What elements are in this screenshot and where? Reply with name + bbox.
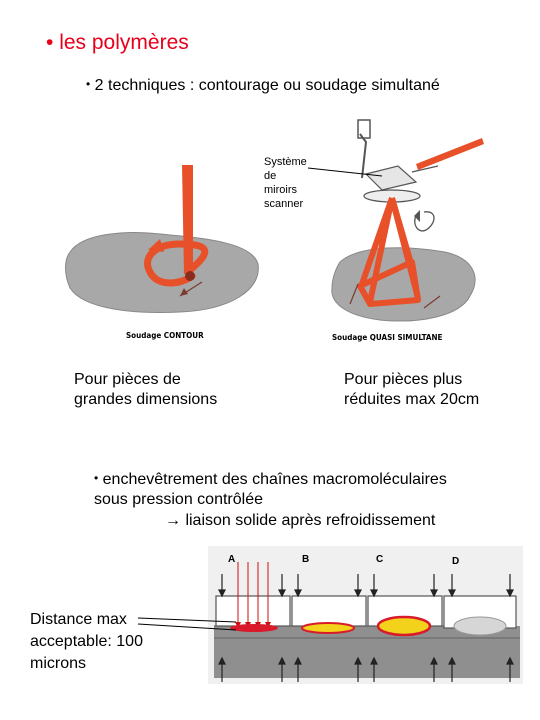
caption-simultaneous-line2: réduites max 20cm — [344, 391, 480, 408]
laser-fan — [359, 197, 421, 303]
point-line1: enchevêtrement des chaînes macromolécula… — [102, 471, 447, 488]
caption-simultaneous-line1: Pour pièces plus — [344, 371, 463, 388]
scanner-mirror — [364, 165, 418, 191]
caption-contour-line1: Pour pièces de — [74, 371, 181, 388]
panel-label-d: D — [452, 556, 459, 567]
distance-label: Distance max acceptable: 100 microns — [30, 609, 143, 675]
contour-welding-image: Soudage CONTOUR — [65, 165, 259, 340]
caption-simultaneous: Pour pièces plus réduites max 20cm — [344, 370, 479, 410]
caption-contour-line2: grandes dimensions — [74, 391, 218, 408]
motion-arrowhead — [180, 288, 188, 296]
contour-path — [144, 240, 209, 287]
entanglement-point: • enchevêtrement des chaînes macromolécu… — [94, 468, 447, 510]
panel-label-a: A — [228, 554, 235, 565]
distance-line3: microns — [30, 655, 87, 672]
subheading-bullet: • — [86, 77, 91, 91]
subheading-text: 2 techniques : contourage ou soudage sim… — [94, 77, 440, 94]
title-text: les polymères — [59, 31, 189, 54]
upper-part-a — [215, 595, 291, 627]
right-image-caption: Soudage QUASI SIMULTANE — [332, 333, 442, 342]
laser-spot — [185, 271, 195, 281]
incoming-laser — [416, 138, 484, 170]
panel-label-c: C — [376, 554, 383, 565]
title-bullet: • — [46, 31, 54, 54]
subheading: • 2 techniques : contourage ou soudage s… — [86, 77, 440, 95]
quasi-simultaneous-welding-image: Soudage QUASI SIMULTANE — [331, 119, 484, 342]
scan-rectangle — [357, 259, 421, 307]
laser-lines-a — [237, 562, 269, 624]
pressure-arrows — [218, 574, 514, 682]
melt-zone-b — [301, 622, 355, 634]
mirror-system-label: Système de miroirs scanner — [264, 156, 307, 210]
caption-contour: Pour pièces de grandes dimensions — [74, 370, 217, 410]
distance-line2: acceptable: 100 — [30, 633, 143, 650]
distance-line1: Distance max — [30, 611, 127, 628]
welding-stages-diagram: A B C D — [208, 546, 523, 684]
point-line2: sous pression contrôlée — [94, 491, 263, 508]
melt-zone-c — [376, 615, 432, 637]
panel-label-b: B — [302, 554, 309, 565]
point-line3: → liaison solide après refroidissement — [165, 512, 436, 529]
contour-arrowhead — [148, 239, 164, 252]
upper-part-b — [291, 595, 367, 627]
point-bullet: • — [94, 471, 99, 485]
gray-part-shape — [65, 232, 259, 313]
melt-zone-a — [230, 624, 278, 632]
weld-zone-d — [453, 616, 507, 636]
left-image-caption: Soudage CONTOUR — [126, 331, 204, 340]
slide-title: • les polymères — [46, 31, 189, 55]
